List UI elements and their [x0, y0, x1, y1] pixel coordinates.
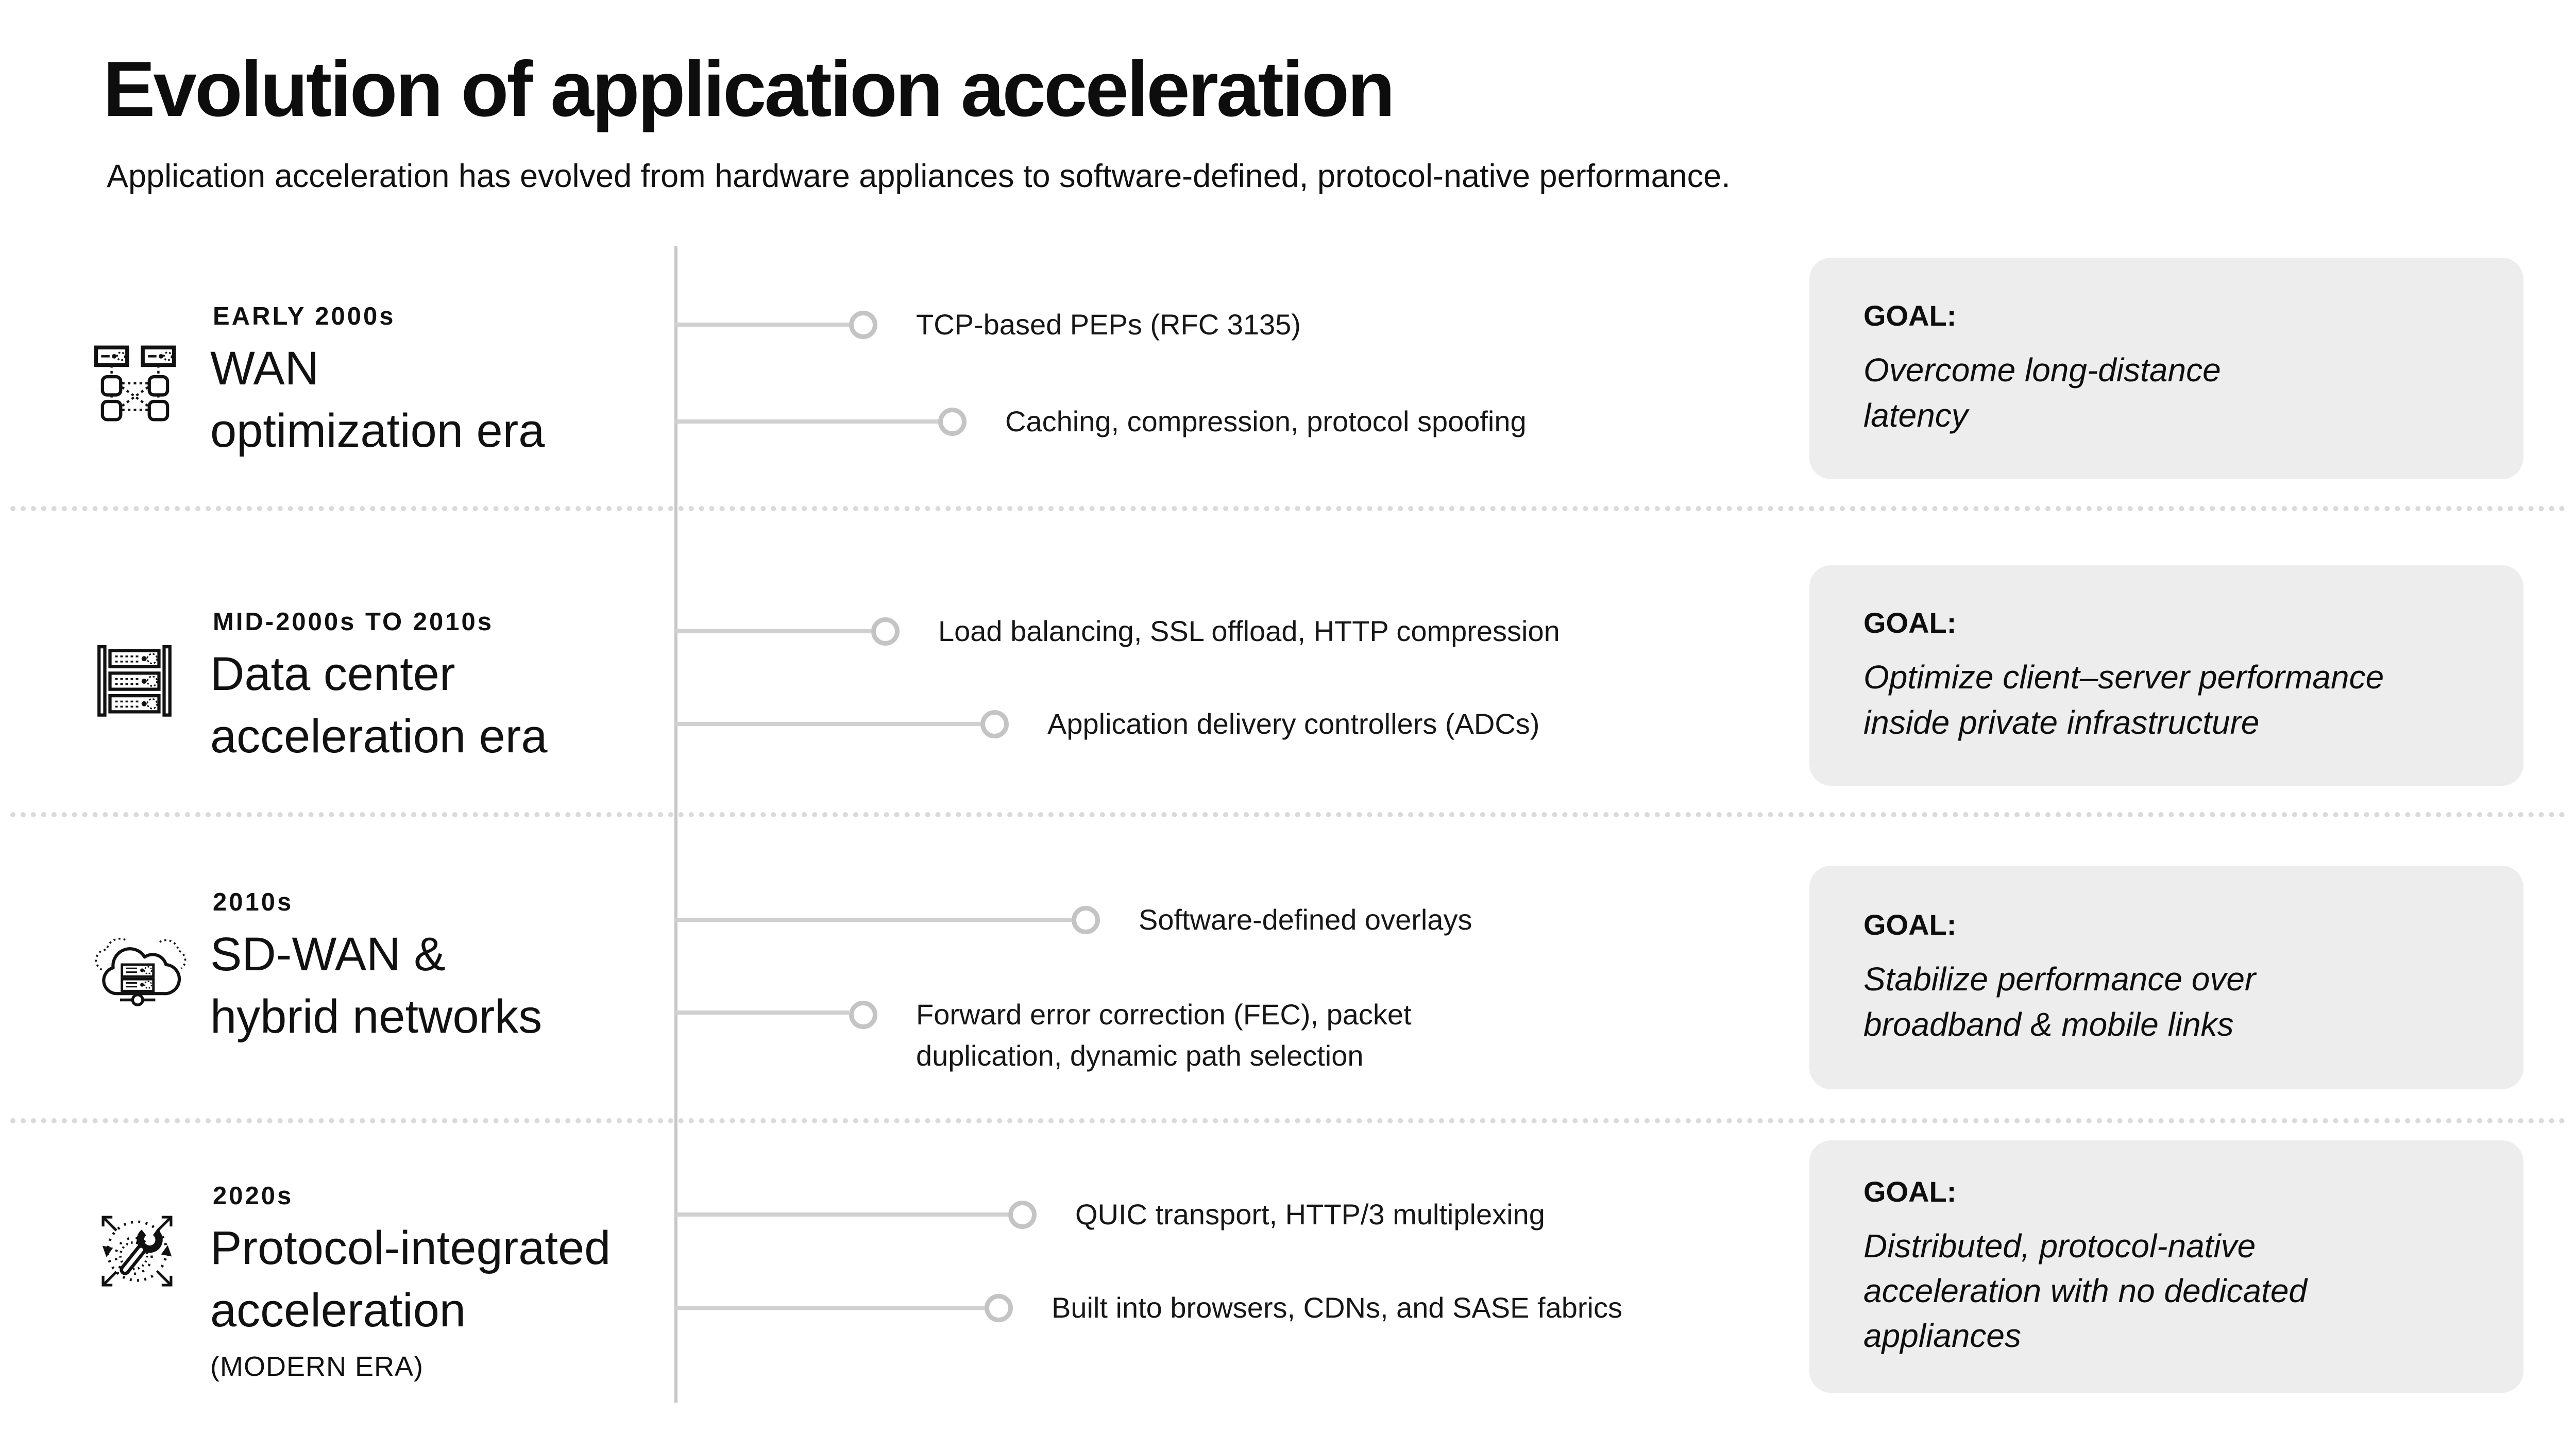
connector-node-icon [849, 310, 877, 339]
connector-node-icon [871, 617, 900, 646]
goal-heading: GOAL: [1863, 606, 1957, 639]
timeline-item: Application delivery controllers (ADCs) [675, 705, 1539, 743]
era-name-line: Protocol-integrated [210, 1222, 611, 1274]
era-name: Data center acceleration era [210, 643, 548, 767]
era-period: 2010s [213, 888, 294, 916]
wrench-gear-icon [94, 1208, 180, 1294]
era-name-line: acceleration era [210, 710, 548, 763]
era-name: SD-WAN & hybrid networks [210, 923, 542, 1048]
goal-heading: GOAL: [1863, 908, 1957, 941]
timeline-item: Caching, compression, protocol spoofing [675, 403, 1527, 440]
era-name-line: optimization era [210, 404, 545, 457]
connector-node-icon [1072, 905, 1100, 934]
item-label: Forward error correction (FEC), packet d… [916, 998, 1412, 1072]
connector-line [675, 1212, 1008, 1217]
server-rack-icon [96, 644, 173, 718]
connector-line [675, 629, 871, 633]
goal-text: Overcome long-distance latency [1863, 351, 2221, 434]
era-name-line: acceleration [210, 1284, 466, 1337]
page-subtitle: Application acceleration has evolved fro… [107, 158, 1731, 194]
era-period: EARLY 2000s [213, 302, 396, 330]
connector-line [675, 1010, 849, 1015]
era-note: (MODERN ERA) [210, 1351, 423, 1383]
item-label: TCP-based PEPs (RFC 3135) [916, 308, 1301, 341]
item-label: Software-defined overlays [1139, 903, 1472, 936]
page-title: Evolution of application acceleration [103, 45, 1395, 133]
goal-card: GOAL: Optimize client–server performance… [1809, 565, 2523, 786]
era-period: 2020s [213, 1182, 294, 1210]
goal-text: Stabilize performance over broadband & m… [1863, 961, 2256, 1043]
era-name-line: SD-WAN & [210, 928, 446, 981]
timeline-item: Load balancing, SSL offload, HTTP compre… [675, 613, 1560, 650]
goal-card: GOAL: Stabilize performance over broadba… [1809, 866, 2523, 1089]
item-label: Caching, compression, protocol spoofing [1005, 405, 1527, 437]
connector-line [675, 323, 849, 327]
item-label: Load balancing, SSL offload, HTTP compre… [938, 615, 1560, 647]
goal-heading: GOAL: [1863, 299, 1957, 332]
item-label: Built into browsers, CDNs, and SASE fabr… [1052, 1291, 1622, 1324]
goal-heading: GOAL: [1863, 1175, 1957, 1208]
connector-line [675, 918, 1072, 922]
era-name: WAN optimization era [210, 338, 545, 462]
goal-text: Optimize client–server performance insid… [1863, 659, 2384, 741]
row-separator [10, 812, 2566, 817]
item-label: Application delivery controllers (ADCs) [1047, 707, 1540, 740]
timeline-item: Software-defined overlays [675, 901, 1472, 938]
row-separator [10, 1118, 2566, 1123]
timeline-item: Forward error correction (FEC), packet d… [675, 994, 1412, 1072]
goal-card: GOAL: Overcome long-distance latency [1809, 258, 2523, 479]
row-separator [10, 506, 2566, 511]
timeline-item: QUIC transport, HTTP/3 multiplexing [675, 1196, 1545, 1233]
wan-devices-icon [93, 344, 177, 424]
connector-line [675, 1306, 985, 1310]
goal-card: GOAL: Distributed, protocol-native accel… [1809, 1140, 2523, 1393]
era-name-line: WAN [210, 342, 319, 395]
timeline-item: TCP-based PEPs (RFC 3135) [675, 306, 1301, 343]
era-name: Protocol-integrated acceleration (MODERN… [210, 1217, 611, 1385]
connector-node-icon [938, 407, 967, 436]
connector-line [675, 419, 938, 424]
connector-node-icon [980, 710, 1009, 738]
connector-node-icon [985, 1293, 1013, 1322]
connector-node-icon [1008, 1200, 1037, 1229]
item-label: QUIC transport, HTTP/3 multiplexing [1075, 1198, 1545, 1231]
goal-text: Distributed, protocol-native acceleratio… [1863, 1227, 2307, 1355]
connector-line [675, 722, 980, 726]
cloud-servers-icon [87, 931, 188, 1010]
timeline-item: Built into browsers, CDNs, and SASE fabr… [675, 1289, 1622, 1326]
era-period: MID-2000s TO 2010s [213, 608, 494, 636]
era-name-line: hybrid networks [210, 990, 543, 1043]
connector-node-icon [849, 1001, 877, 1029]
timeline-axis [674, 246, 677, 1403]
era-name-line: Data center [210, 648, 455, 700]
